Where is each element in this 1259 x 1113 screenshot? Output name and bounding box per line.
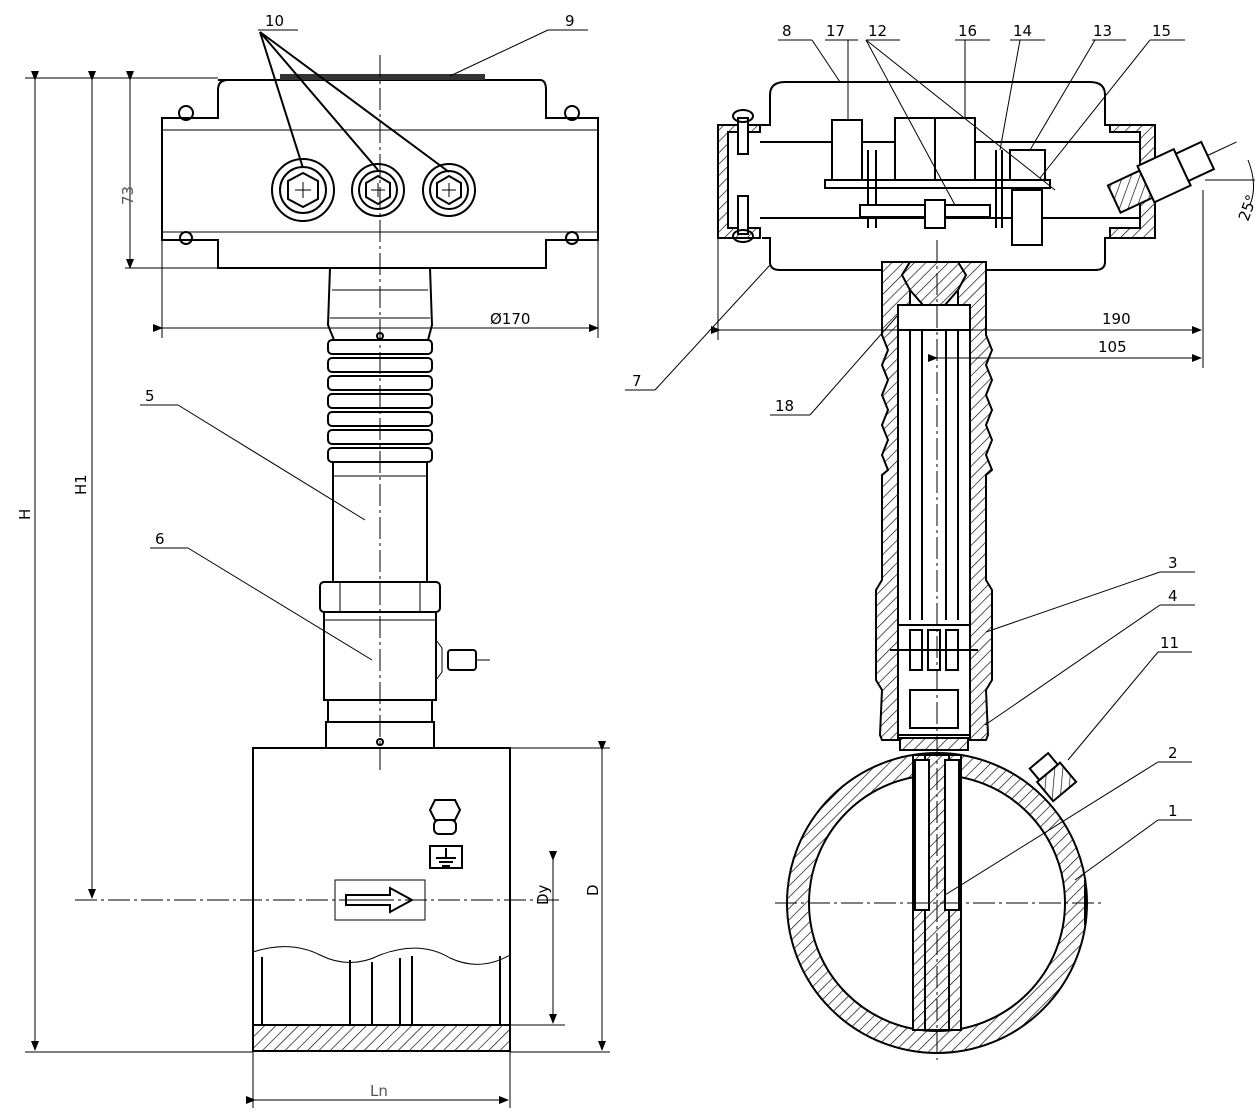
screw-icon [178, 105, 194, 121]
callout-2: 2 [1168, 744, 1178, 762]
cable-gland-3 [422, 163, 476, 217]
callout-10: 10 [265, 12, 284, 30]
callout-13: 13 [1093, 22, 1112, 40]
dim-Ln-label: Ln [370, 1082, 388, 1100]
nameplate [280, 74, 485, 80]
callout-15: 15 [1152, 22, 1171, 40]
screw-icon [565, 231, 579, 245]
dim-105-label: 105 [1098, 338, 1127, 356]
callout-3: 3 [1168, 554, 1178, 572]
callout-7: 7 [632, 372, 642, 390]
screw-icon [737, 195, 749, 235]
callout-16: 16 [958, 22, 977, 40]
dim-H-label: H [16, 509, 34, 520]
earth-screw-icon [447, 649, 477, 671]
ground-icon [429, 845, 463, 869]
callout-6: 6 [155, 530, 165, 548]
angled-gland [1106, 140, 1237, 214]
bolt-icon [428, 799, 462, 835]
section-view: 25° [625, 22, 1259, 1060]
callout-8: 8 [782, 22, 792, 40]
screw-icon [737, 117, 749, 155]
side-fitting [1028, 751, 1078, 803]
callout-17: 17 [826, 22, 845, 40]
flow-body [252, 747, 511, 1052]
front-view: H H1 73 Ø170 D Dy Ln 10 9 5 6 [16, 12, 610, 1108]
callout-12: 12 [868, 22, 887, 40]
callout-18: 18 [775, 397, 794, 415]
dim-H1-label: H1 [72, 474, 90, 495]
callout-1: 1 [1168, 802, 1178, 820]
callout-11: 11 [1160, 634, 1179, 652]
callout-14: 14 [1013, 22, 1032, 40]
dim-170-label: Ø170 [490, 310, 530, 328]
dim-angle-label: 25° [1235, 192, 1259, 223]
callout-4: 4 [1168, 587, 1178, 605]
callout-5: 5 [145, 387, 155, 405]
dim-Dy-label: Dy [534, 884, 552, 905]
cable-gland-2 [351, 163, 405, 217]
dim-73-label: 73 [119, 186, 137, 205]
circuit-board [824, 179, 1051, 189]
dim-D-label: D [584, 884, 602, 896]
stem-section [875, 261, 994, 751]
screw-icon [179, 231, 193, 245]
screw-icon [564, 105, 580, 121]
housing-section: 25° [717, 81, 1259, 271]
sensor-stem [319, 267, 490, 759]
callout-9: 9 [565, 12, 575, 30]
dim-190-label: 190 [1102, 310, 1131, 328]
